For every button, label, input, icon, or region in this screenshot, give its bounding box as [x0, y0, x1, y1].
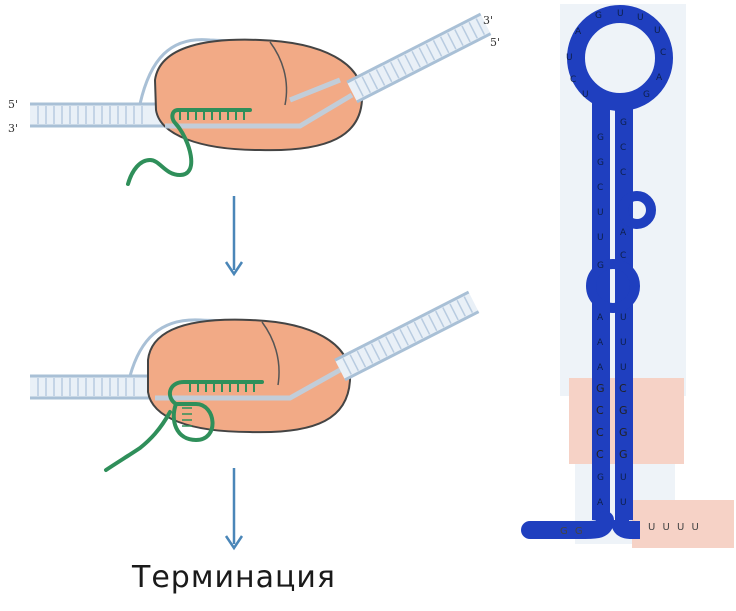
- svg-text:A: A: [597, 313, 604, 323]
- hl-left-1: G: [596, 382, 605, 395]
- svg-text:A: A: [620, 228, 627, 238]
- svg-text:C: C: [570, 75, 576, 85]
- svg-text:U: U: [620, 473, 627, 483]
- svg-text:U: U: [582, 90, 589, 100]
- svg-text:G: G: [595, 11, 602, 21]
- left-tail-bases: G G: [560, 526, 585, 537]
- arrow-down-1: [226, 196, 242, 274]
- termination-complex: [30, 292, 479, 470]
- svg-text:A: A: [575, 27, 582, 37]
- svg-text:G: G: [597, 133, 604, 143]
- dna-label-3-left: 3': [8, 122, 18, 135]
- dna-duplex-right: [347, 14, 491, 102]
- svg-text:U: U: [620, 498, 627, 508]
- hl-right-3: G: [619, 426, 628, 439]
- svg-text:C: C: [620, 251, 626, 261]
- arrow-down-2: [226, 468, 242, 548]
- svg-text:C: C: [597, 183, 603, 193]
- hl-left-3: C: [596, 426, 604, 439]
- svg-text:A: A: [597, 363, 604, 373]
- hl-right-1: C: [619, 382, 627, 395]
- svg-text:G: G: [597, 158, 604, 168]
- dna-label-5-left: 5': [8, 98, 18, 111]
- dna-label-3-right: 3': [483, 14, 493, 27]
- svg-text:A: A: [597, 498, 604, 508]
- dna-duplex-right-2: [335, 292, 479, 380]
- svg-text:U: U: [620, 313, 627, 323]
- svg-text:U: U: [597, 233, 604, 243]
- svg-text:C: C: [620, 168, 626, 178]
- dna-label-5-right: 5': [490, 36, 500, 49]
- svg-text:U: U: [617, 9, 624, 19]
- rna-polymerase-2: [148, 320, 350, 432]
- dna-duplex-left-2: [30, 376, 160, 398]
- poly-u-tail-bases: U U U U: [648, 522, 701, 533]
- elongation-complex: 5' 3' 3' 5': [8, 14, 500, 184]
- hl-left-2: C: [596, 404, 604, 417]
- svg-text:G: G: [620, 118, 627, 128]
- svg-text:U: U: [637, 13, 644, 23]
- svg-text:U: U: [654, 26, 661, 36]
- svg-text:C: C: [620, 143, 626, 153]
- svg-text:U: U: [597, 208, 604, 218]
- svg-text:U: U: [620, 338, 627, 348]
- svg-text:A: A: [656, 73, 663, 83]
- svg-text:C: C: [660, 48, 666, 58]
- dna-duplex-left: [30, 104, 170, 126]
- svg-text:G: G: [597, 261, 604, 271]
- rna-polymerase: [155, 40, 362, 150]
- svg-text:G: G: [643, 90, 650, 100]
- svg-text:A: A: [597, 338, 604, 348]
- svg-text:U: U: [566, 53, 573, 63]
- hl-right-4: G: [619, 448, 628, 461]
- hl-left-4: C: [596, 448, 604, 461]
- tail-right: [620, 520, 640, 530]
- termination-caption: Терминация: [132, 560, 352, 595]
- svg-text:G: G: [597, 473, 604, 483]
- hl-right-2: G: [619, 404, 628, 417]
- svg-text:U: U: [620, 363, 627, 373]
